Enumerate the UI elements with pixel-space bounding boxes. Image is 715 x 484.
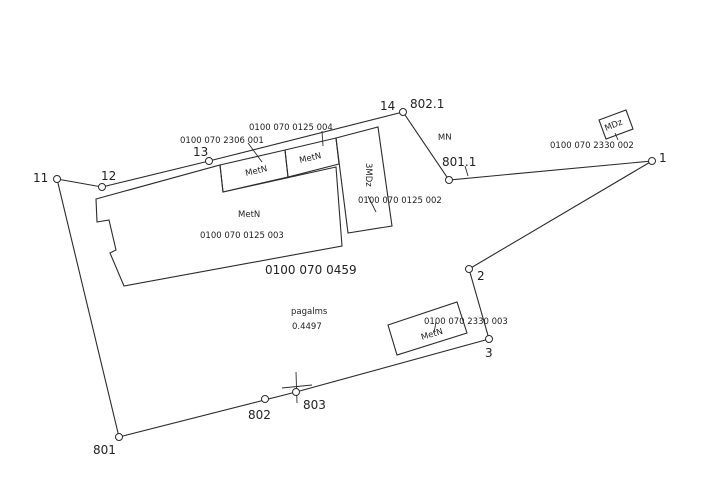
leader-small-b [321,130,324,147]
building-east-type: MDz [603,117,624,133]
building-small-a-number: 0100 070 2306 001 [180,136,264,146]
building-east-outline [598,109,634,140]
point-12-marker [98,183,106,191]
point-801-1-marker [445,176,453,184]
point-label-3: 3 [485,346,493,360]
survey-cross-vertical [295,371,298,404]
point-label-803: 803 [303,398,326,412]
building-small-b-type: MetN [298,151,322,166]
point-14-marker [399,108,407,116]
point-1-marker [648,157,656,165]
leader-vertical [367,195,377,213]
point-11-marker [53,175,61,183]
leader-east [614,132,619,141]
building-main-number: 0100 070 0125 003 [200,231,284,241]
parcel-area-label: pagalms [291,307,328,317]
building-east-number: 0100 070 2330 002 [550,141,634,151]
building-vertical-number: 0100 070 0125 002 [358,196,442,206]
building-south-number: 0100 070 2330 003 [424,317,508,327]
point-label-13: 13 [193,145,208,159]
point-13-marker [205,157,213,165]
survey-cross-horizontal [281,384,313,389]
point-label-2: 2 [477,269,485,283]
building-south-type: MetN [420,327,444,343]
point-label-1: 1 [659,151,667,165]
leader-small-a [247,142,263,163]
point-2-marker [465,265,473,273]
point-label-14: 14 [380,99,395,113]
building-vertical-outline [335,126,393,234]
point-label-802-1: 802.1 [410,97,444,111]
strip-label: MN [438,133,452,143]
point-3-marker [485,335,493,343]
building-south-outline [387,301,468,356]
leader-south [433,321,437,334]
point-801-marker [115,433,123,441]
point-label-11: 11 [33,171,48,185]
point-803-marker [292,388,300,396]
parcel-area-value: 0.4497 [292,322,322,332]
point-label-802: 802 [248,408,271,422]
point-label-12: 12 [101,169,116,183]
building-small-a-type: MetN [244,164,268,179]
point-label-801: 801 [93,443,116,457]
leader-801-1 [464,165,469,177]
parcel-cadastral-number: 0100 070 0459 [265,263,357,277]
point-label-801-1: 801.1 [442,155,476,169]
building-main-type: MetN [238,210,260,220]
building-vertical-type: 3MDz [363,163,373,187]
building-small-b-number: 0100 070 0125 004 [249,123,333,133]
point-802-marker [261,395,269,403]
